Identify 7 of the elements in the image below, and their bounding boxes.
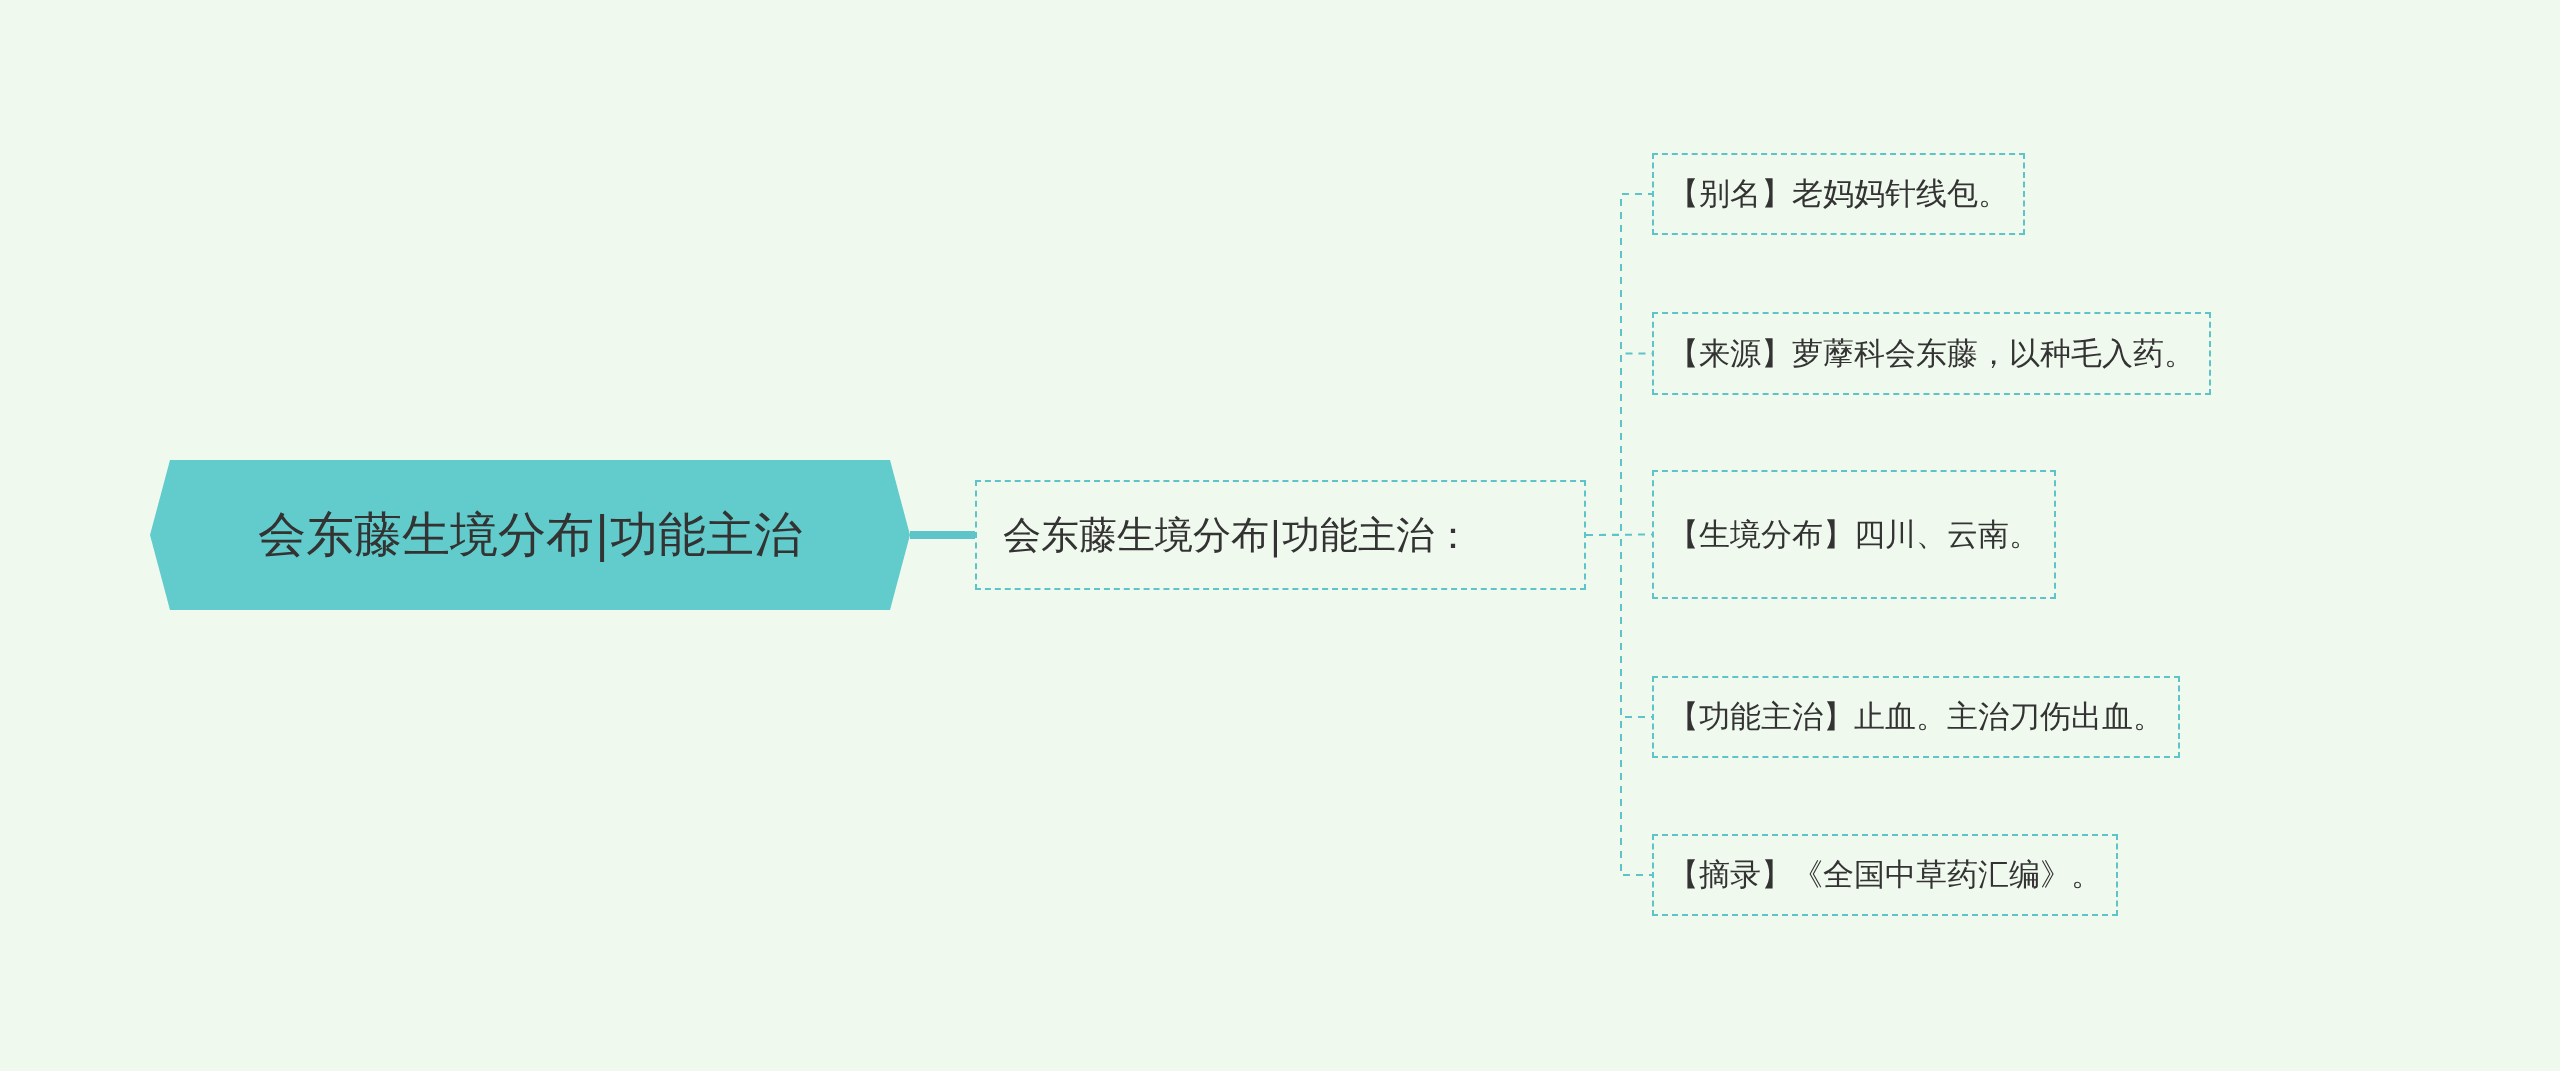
leaf-box: 【摘录】《全国中草药汇编》。 — [1652, 834, 2118, 916]
leaf-box: 【功能主治】止血。主治刀伤出血。 — [1652, 676, 2180, 758]
subtopic-box: 会东藤生境分布|功能主治： — [975, 480, 1586, 590]
connector-line — [1585, 534, 1653, 876]
leaf-box: 【来源】萝藦科会东藤，以种毛入药。 — [1652, 312, 2211, 395]
leaf-box: 【生境分布】四川、云南。 — [1652, 470, 2056, 599]
leaf-box: 【别名】老妈妈针线包。 — [1652, 153, 2025, 235]
